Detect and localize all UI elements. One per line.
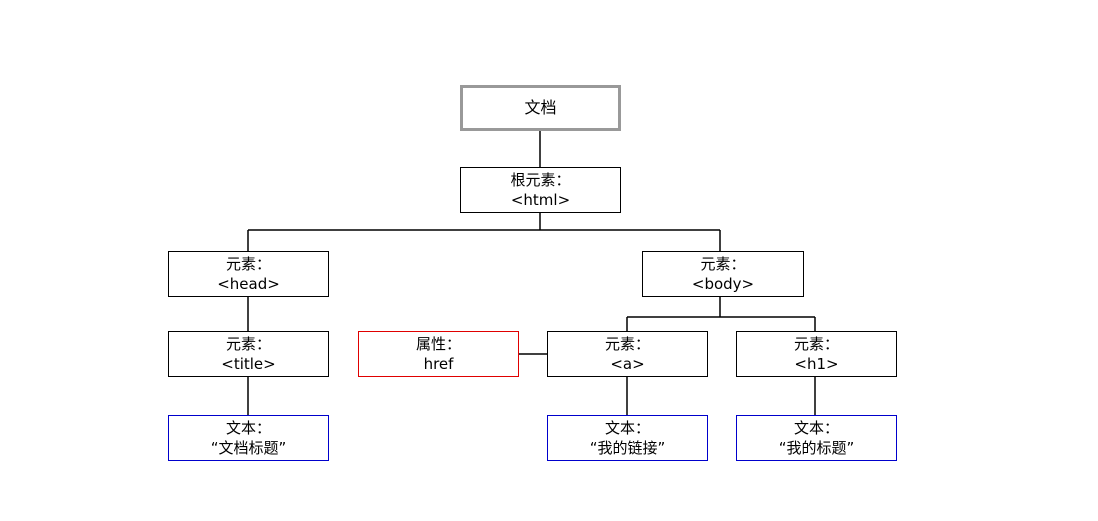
node-value-label: <title>: [221, 355, 276, 373]
node-value-label: “文档标题”: [210, 439, 287, 457]
node-value-label: “我的标题”: [778, 439, 855, 457]
node-type-label: 元素：: [225, 255, 271, 273]
node-type-label: 文本：: [225, 419, 271, 437]
node-type-label: 元素：: [225, 335, 271, 353]
node-value-label: href: [423, 355, 454, 373]
h1-text-node: 文本： “我的标题”: [736, 415, 897, 461]
node-value-label: <html>: [510, 191, 571, 209]
node-value-label: <h1>: [794, 355, 839, 373]
node-type-label: 元素：: [700, 255, 746, 273]
node-type-label: 属性：: [415, 335, 461, 353]
node-value-label: <a>: [610, 355, 645, 373]
node-value-label: <head>: [217, 275, 280, 293]
h1-element-node: 元素： <h1>: [736, 331, 897, 377]
node-type-label: 文本：: [793, 419, 839, 437]
html-element-node: 根元素： <html>: [460, 167, 621, 213]
node-type-label: 元素：: [793, 335, 839, 353]
a-element-node: 元素： <a>: [547, 331, 708, 377]
node-value-label: <body>: [691, 275, 755, 293]
href-attribute-node: 属性： href: [358, 331, 519, 377]
body-element-node: 元素： <body>: [642, 251, 804, 297]
node-type-label: 元素：: [604, 335, 650, 353]
a-text-node: 文本： “我的链接”: [547, 415, 708, 461]
document-label: 文档: [524, 98, 557, 117]
node-value-label: “我的链接”: [589, 439, 666, 457]
node-type-label: 文本：: [604, 419, 650, 437]
document-node: 文档: [460, 85, 621, 131]
node-type-label: 根元素：: [510, 171, 571, 189]
head-element-node: 元素： <head>: [168, 251, 329, 297]
title-element-node: 元素： <title>: [168, 331, 329, 377]
title-text-node: 文本： “文档标题”: [168, 415, 329, 461]
